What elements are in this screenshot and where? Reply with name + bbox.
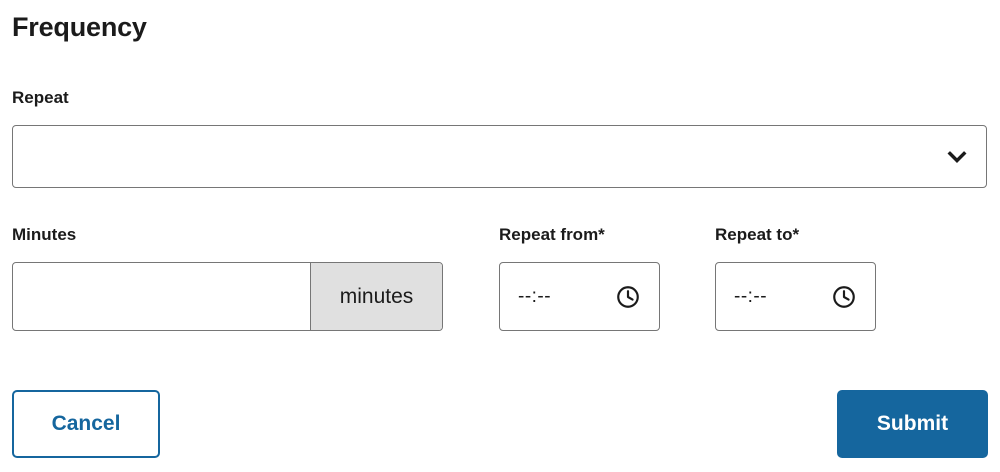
minutes-input[interactable] (13, 263, 310, 330)
clock-icon[interactable] (615, 284, 641, 310)
clock-icon[interactable] (831, 284, 857, 310)
chevron-down-icon[interactable] (944, 144, 970, 170)
page-title: Frequency (12, 12, 147, 42)
repeat-select[interactable] (12, 125, 987, 188)
minutes-input-group: minutes (12, 262, 443, 331)
repeat-from-label: Repeat from* (499, 225, 605, 244)
cancel-button[interactable]: Cancel (12, 390, 160, 458)
repeat-from-time-input[interactable]: --:-- (499, 262, 660, 331)
repeat-from-value: --:-- (518, 285, 552, 307)
submit-button[interactable]: Submit (837, 390, 988, 458)
minutes-label: Minutes (12, 225, 77, 244)
minutes-unit-suffix: minutes (310, 263, 442, 330)
repeat-to-value: --:-- (734, 285, 768, 307)
repeat-label: Repeat (12, 88, 69, 107)
repeat-to-time-input[interactable]: --:-- (715, 262, 876, 331)
repeat-to-label: Repeat to* (715, 225, 800, 244)
